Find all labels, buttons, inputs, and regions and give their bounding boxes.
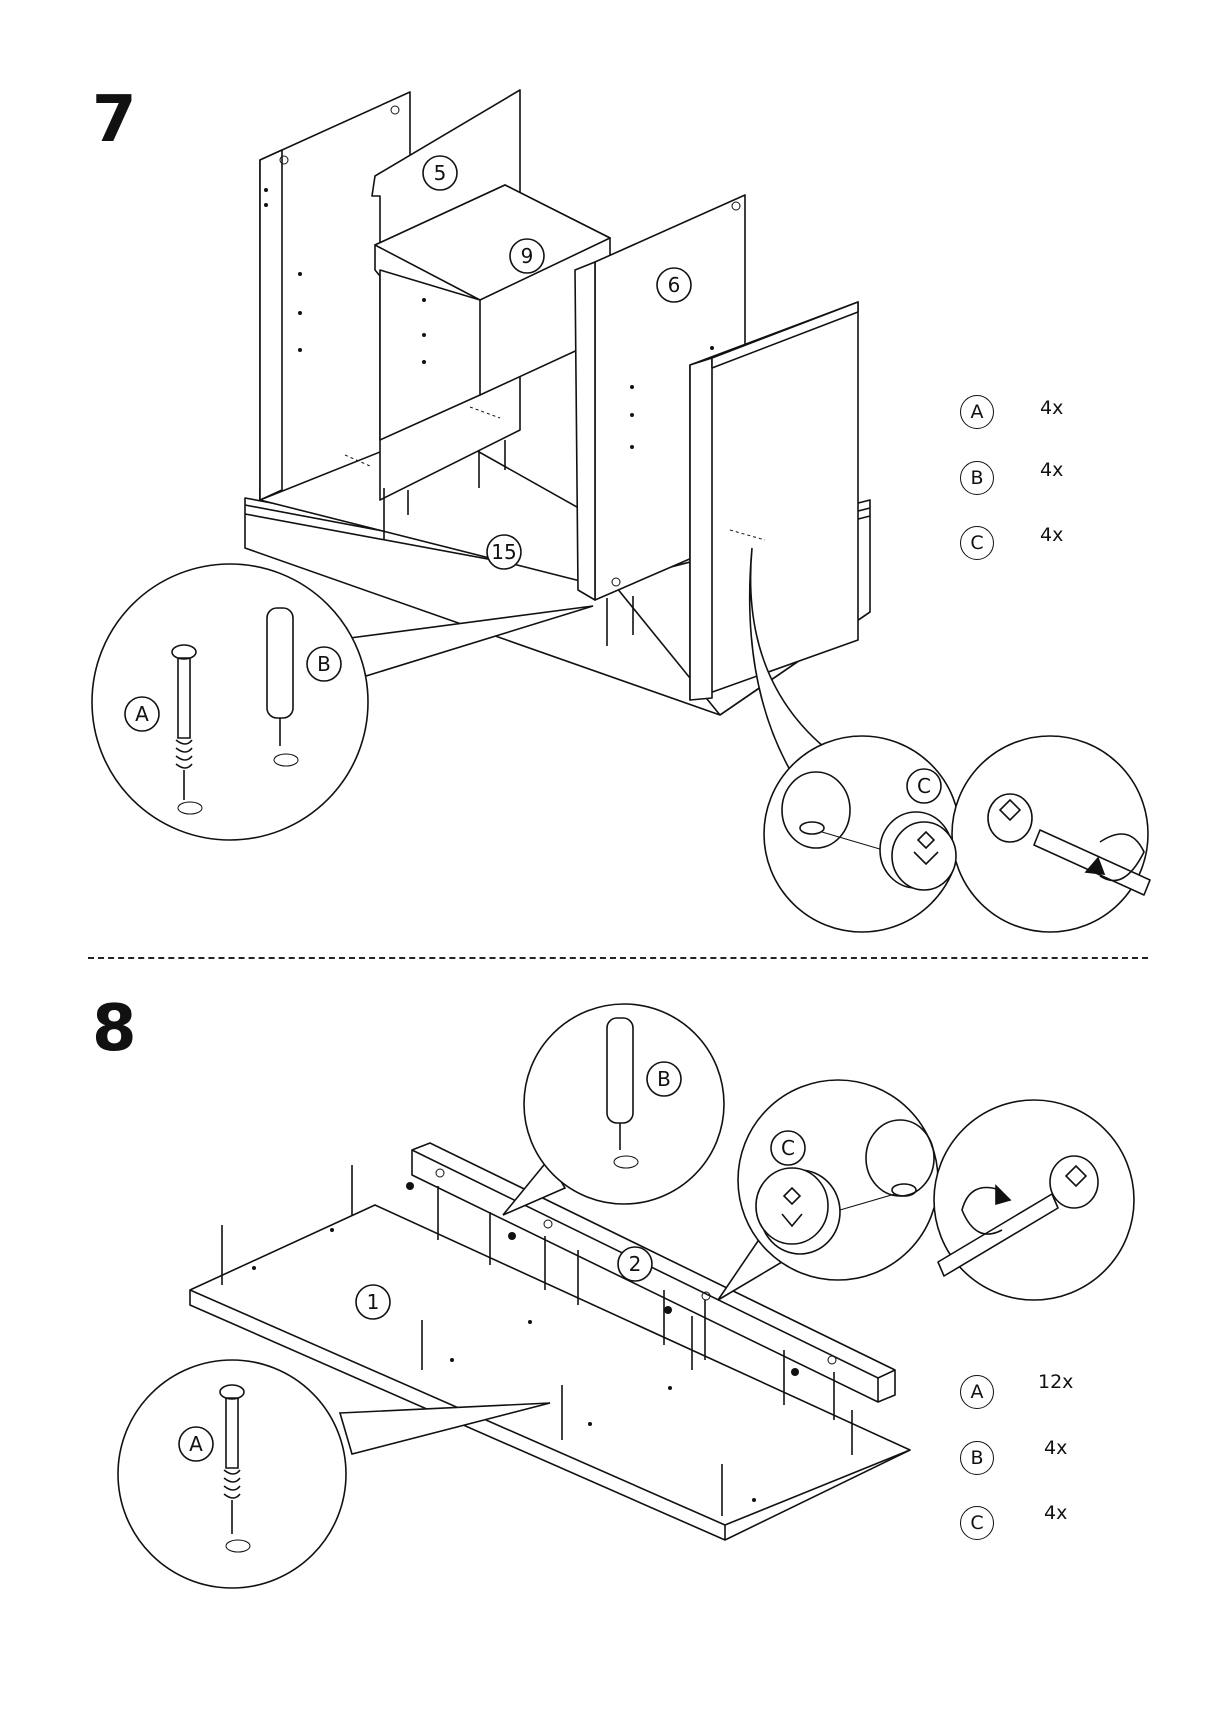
callout-label-a-step7: A xyxy=(125,697,159,731)
legend-id-c-step7: C xyxy=(960,526,994,560)
svg-text:B: B xyxy=(317,652,331,676)
callout-label-c-step7: C xyxy=(907,769,941,803)
legend-qty-c-step8: 4x xyxy=(1044,1502,1067,1524)
svg-text:6: 6 xyxy=(668,273,681,297)
legend-id-a-step8: A xyxy=(960,1375,994,1409)
svg-text:9: 9 xyxy=(521,244,534,268)
legend-qty-c-step7: 4x xyxy=(1040,524,1063,546)
legend-id-b-step8: B xyxy=(960,1441,994,1475)
part-label-5: 5 xyxy=(423,156,457,190)
callout-label-b-step7: B xyxy=(307,647,341,681)
part-label-9: 9 xyxy=(510,239,544,273)
part-label-1: 1 xyxy=(356,1285,390,1319)
part-label-6: 6 xyxy=(657,268,691,302)
legend-id-c-step8: C xyxy=(960,1506,994,1540)
legend-qty-a-step7: 4x xyxy=(1040,397,1063,419)
legend-qty-b-step7: 4x xyxy=(1040,459,1063,481)
callout-c-tighten-detail-step8 xyxy=(934,1100,1134,1300)
svg-text:C: C xyxy=(781,1136,795,1160)
legend-row-a-step8: A 12x xyxy=(960,1375,994,1409)
legend-row-c-step8: C 4x xyxy=(960,1506,994,1540)
legend-row-c-step7: C 4x xyxy=(960,526,994,560)
svg-text:15: 15 xyxy=(491,540,516,564)
legend-row-a-step7: A 4x xyxy=(960,395,994,429)
svg-text:C: C xyxy=(917,774,931,798)
callout-label-c-step8: C xyxy=(771,1131,805,1165)
step-8-legend: A 12x B 4x C 4x xyxy=(960,1375,1140,1545)
svg-text:B: B xyxy=(657,1067,671,1091)
svg-text:5: 5 xyxy=(434,161,447,185)
svg-text:2: 2 xyxy=(629,1252,642,1276)
legend-qty-a-step8: 12x xyxy=(1038,1371,1073,1393)
legend-row-b-step8: B 4x xyxy=(960,1441,994,1475)
svg-text:A: A xyxy=(135,702,149,726)
legend-qty-b-step8: 4x xyxy=(1044,1437,1067,1459)
legend-row-b-step7: B 4x xyxy=(960,461,994,495)
part-label-2: 2 xyxy=(618,1247,652,1281)
part-label-15: 15 xyxy=(487,535,521,569)
step-7-legend: A 4x B 4x C 4x xyxy=(960,395,1140,565)
callout-label-b-step8: B xyxy=(647,1062,681,1096)
legend-id-b-step7: B xyxy=(960,461,994,495)
svg-text:A: A xyxy=(189,1432,203,1456)
legend-id-a-step7: A xyxy=(960,395,994,429)
callout-label-a-step8: A xyxy=(179,1427,213,1461)
svg-text:1: 1 xyxy=(367,1290,380,1314)
